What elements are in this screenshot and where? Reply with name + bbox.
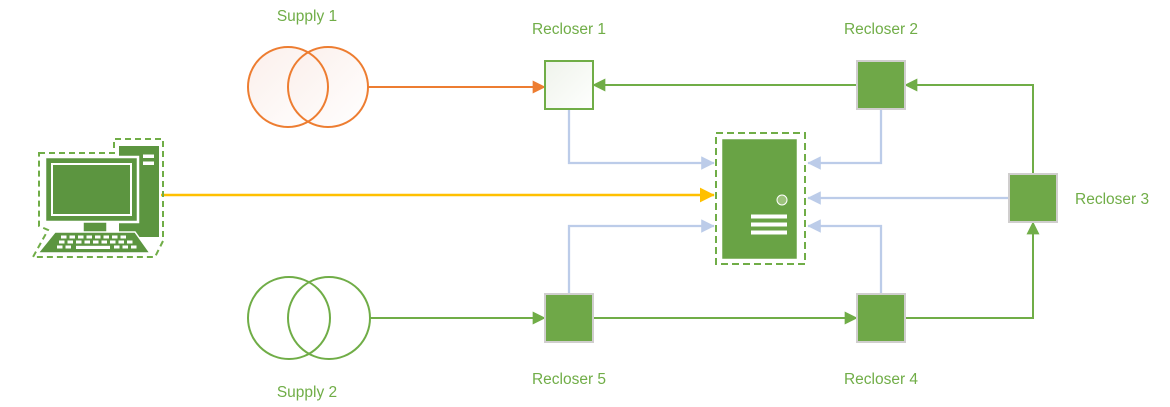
supply-2-node[interactable] — [247, 276, 371, 360]
recloser-3-label: Recloser 3 — [1075, 191, 1149, 208]
connector-recloser5-to-server[interactable] — [567, 219, 715, 294]
recloser-5-label: Recloser 5 — [532, 371, 606, 388]
connector-recloser3-to-recloser2[interactable] — [904, 78, 1034, 174]
supply-1-label: Supply 1 — [277, 8, 337, 25]
supply-2-circle-outline — [287, 276, 371, 360]
computer-selection-marquee — [31, 138, 164, 258]
computer-icon[interactable] — [31, 138, 164, 258]
connector-recloser2-to-server[interactable] — [807, 110, 883, 170]
keyboard-keys — [57, 235, 137, 249]
supply-1-node[interactable] — [247, 46, 369, 128]
tower-slot — [143, 161, 154, 165]
recloser-4-node[interactable] — [856, 293, 906, 343]
supply-2-circle-outline — [247, 276, 331, 360]
recloser-2-node[interactable] — [856, 60, 906, 110]
server-vent-lines — [751, 214, 787, 235]
recloser-2-label: Recloser 2 — [844, 21, 918, 38]
connector-recloser4-to-recloser3[interactable] — [905, 221, 1040, 319]
computer-screen — [51, 163, 132, 216]
recloser-5-node[interactable] — [544, 293, 594, 343]
recloser-1-node[interactable] — [544, 60, 594, 110]
server-icon[interactable] — [715, 132, 806, 265]
connector-recloser4-to-server[interactable] — [807, 219, 883, 294]
recloser-4-label: Recloser 4 — [844, 371, 918, 388]
server-selection-marquee — [715, 132, 806, 265]
supply-1-circle-outline — [287, 46, 369, 128]
recloser-3-node[interactable] — [1008, 173, 1058, 223]
connector-recloser1-to-server[interactable] — [567, 109, 715, 170]
tower-slot — [143, 154, 154, 158]
server-power-led — [776, 194, 788, 206]
recloser-1-label: Recloser 1 — [532, 21, 606, 38]
supply-2-label: Supply 2 — [277, 384, 337, 401]
supply-1-circle-outline — [247, 46, 329, 128]
